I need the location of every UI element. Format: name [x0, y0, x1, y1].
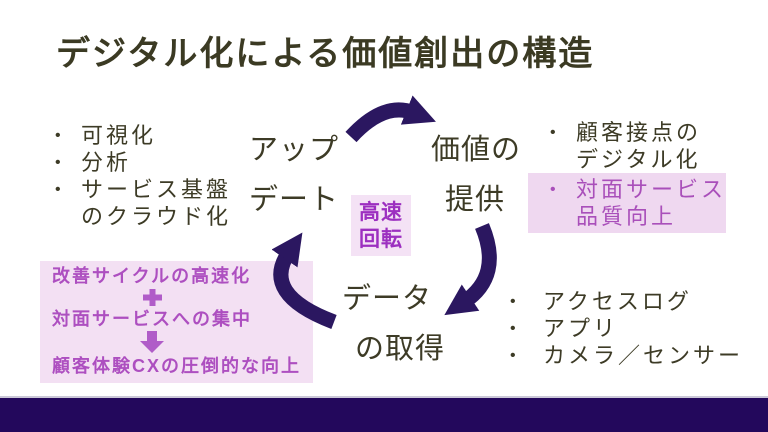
outcome-line: 改善サイクルの高速化 [52, 266, 252, 286]
bullet-dot: • [510, 293, 519, 310]
list-item-text: サービス基盤 [81, 177, 232, 202]
list-item-text: 分析 [81, 150, 132, 175]
list-item-text: カメラ／センサー [543, 343, 744, 368]
node-label-line: 提供 [445, 184, 506, 216]
outcome-line: 顧客体験CXの圧倒的な向上 [52, 356, 302, 376]
list-item: • アクセスログ [490, 288, 743, 315]
arrow-value-to-data [444, 223, 497, 316]
outcome-box: 改善サイクルの高速化 対面サービスへの集中 顧客体験CXの圧倒的な向上 [40, 261, 313, 383]
list-item-text: 可視化 [81, 123, 157, 148]
update-enablers-list: • 可視化 • 分析 • サービス基盤 のクラウド化 [55, 122, 231, 230]
list-item-text: アプリ [543, 316, 619, 341]
list-item-highlighted: • 対面サービス 品質向上 [528, 173, 726, 233]
node-label-line: データ [342, 283, 433, 315]
bullet-dot: • [55, 127, 64, 144]
bullet-dot: • [550, 181, 559, 198]
list-item: • アプリ [490, 315, 743, 342]
list-item-text: 対面サービス [576, 177, 727, 202]
plus-icon [52, 288, 252, 306]
list-item: • サービス基盤 のクラウド化 [55, 176, 231, 230]
list-item-text: アクセスログ [543, 289, 692, 314]
bullet-dot: • [510, 347, 519, 364]
list-item-text: のクラウド化 [81, 204, 232, 229]
value-delivery-list: • 顧客接点の デジタル化 • 対面サービス 品質向上 [528, 119, 726, 233]
data-sources-list: • アクセスログ • アプリ • カメラ／センサー [490, 288, 743, 369]
badge-line: 回転 [359, 227, 403, 251]
down-arrow-icon [52, 331, 252, 354]
node-label-line: 価値の [431, 134, 522, 166]
bullet-dot: • [550, 124, 559, 141]
high-speed-rotation-badge: 高速 回転 [351, 195, 411, 256]
arrow-update-to-value [345, 95, 436, 143]
node-label-line: デート [249, 184, 340, 216]
list-item: • カメラ／センサー [490, 342, 743, 369]
outcome-line: 対面サービスへの集中 [52, 308, 252, 329]
cycle-node-data-acquisition: データ の取得 [342, 274, 445, 374]
bullet-dot: • [55, 154, 64, 171]
list-item-text: デジタル化 [576, 147, 701, 172]
bottom-accent-bar [0, 396, 768, 432]
list-item: • 分析 [55, 149, 231, 176]
bullet-dot: • [55, 181, 64, 198]
cycle-node-update: アップ デート [249, 125, 339, 225]
node-label-line: の取得 [355, 333, 446, 365]
node-label-line: アップ [249, 134, 340, 166]
bullet-dot: • [510, 320, 519, 337]
slide-title: デジタル化による価値創出の構造 [56, 35, 595, 73]
badge-line: 高速 [359, 200, 403, 224]
cycle-node-value-delivery: 価値の 提供 [431, 125, 521, 225]
list-item: • 顧客接点の デジタル化 [528, 119, 726, 173]
list-item-text: 品質向上 [576, 204, 677, 229]
list-item: • 可視化 [55, 122, 231, 149]
list-item-text: 顧客接点の [576, 120, 702, 145]
